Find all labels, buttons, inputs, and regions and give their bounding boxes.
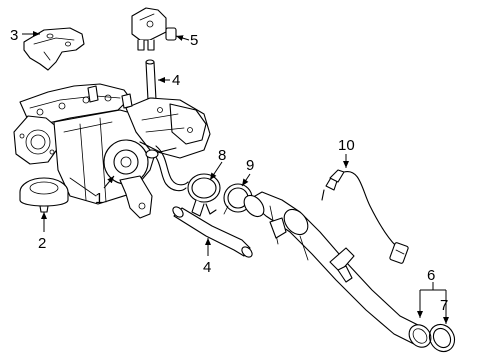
callout-4-lower: 4 xyxy=(203,259,211,276)
callout-1: 1 xyxy=(95,190,103,207)
oxygen-sensor-part xyxy=(321,169,409,264)
callout-10: 10 xyxy=(338,137,355,154)
leader-line-8 xyxy=(209,161,223,181)
callout-8: 8 xyxy=(218,147,226,164)
leader-line-5 xyxy=(175,35,190,41)
callout-6: 6 xyxy=(427,267,435,284)
ring-seal-part xyxy=(428,323,456,353)
exhaust-assembly-part xyxy=(13,83,211,219)
callout-5: 5 xyxy=(190,32,198,49)
callout-9: 9 xyxy=(246,157,254,174)
lower-hose-part xyxy=(172,206,253,258)
callout-7: 7 xyxy=(440,297,448,314)
leader-line-6 xyxy=(419,282,447,316)
leader-line-9 xyxy=(241,173,251,187)
callout-4-upper: 4 xyxy=(172,72,180,89)
callout-3: 3 xyxy=(10,27,18,44)
upper-hose-part xyxy=(145,59,157,103)
clamp-part xyxy=(187,173,221,217)
pressure-sensor-part xyxy=(131,7,177,51)
cover-cap-part xyxy=(19,177,69,213)
leader-line-1 xyxy=(103,175,115,189)
callout-2: 2 xyxy=(38,235,46,252)
heat-shield-part xyxy=(23,27,85,71)
exhaust-pipe-part xyxy=(243,191,432,348)
